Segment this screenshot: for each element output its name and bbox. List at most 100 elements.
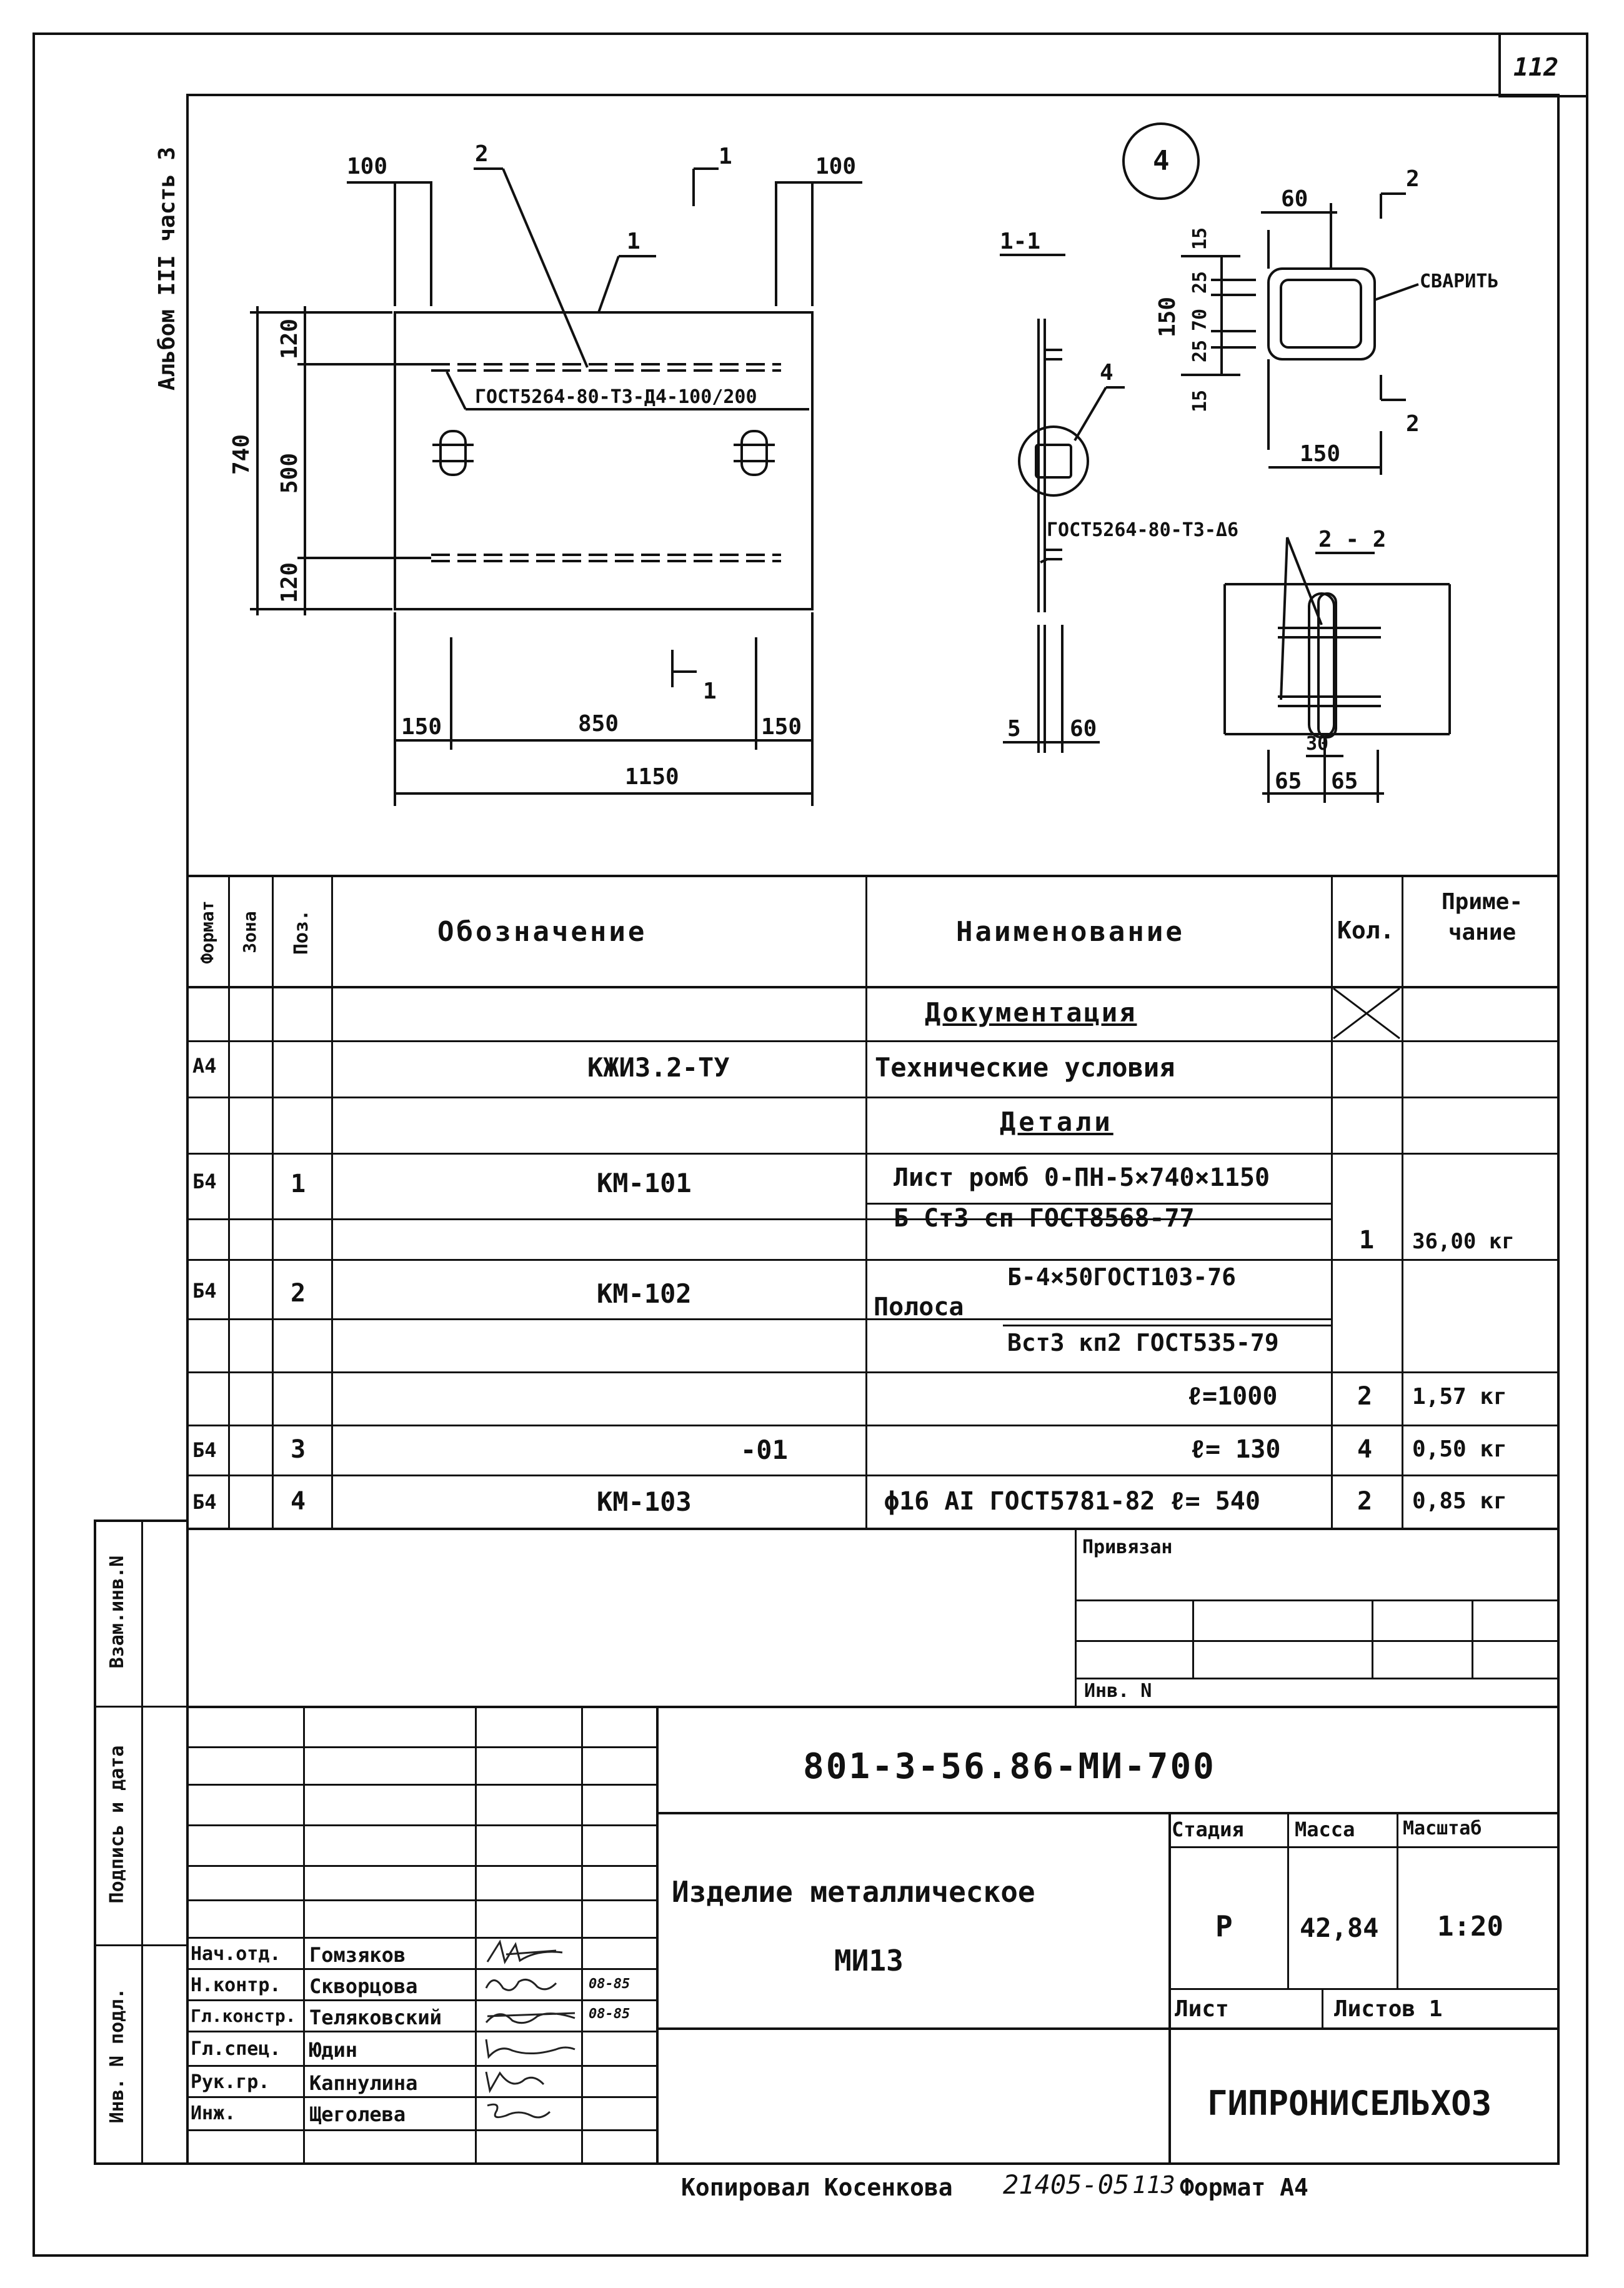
dim-65-left: 65	[1275, 768, 1302, 794]
scale-value: 1:20	[1437, 1911, 1503, 1942]
cut-1-bottom: 1	[703, 679, 717, 704]
technical-drawing: 4 2 1 1 1 ГОСТ5264-80-Т3-Д4-100/200 100 …	[229, 122, 1498, 806]
footer-number: 21405-05	[1003, 2169, 1130, 2200]
row5-format: Б4	[192, 1279, 217, 1303]
scale-label: Масштаб	[1403, 1818, 1482, 1839]
side-label-vzam: Взам.инв.N	[106, 1555, 128, 1669]
dim-850: 850	[578, 711, 619, 737]
drawing-frame	[186, 94, 1560, 2165]
staff-date-2: 08-85	[589, 2006, 630, 2022]
leader-4: 4	[1100, 360, 1113, 385]
mass-label: Масса	[1295, 1818, 1355, 1841]
signature-3	[485, 2012, 575, 2024]
weld-note-1: ГОСТ5264-80-Т3-Д4-100/200	[475, 386, 757, 408]
row4-note: 36,00 кг	[1412, 1229, 1515, 1254]
staff-role-0: Нач.отд.	[191, 1943, 281, 1965]
leader-label-2: 2	[475, 141, 489, 167]
row5-name-bottom: Вст3 кп2 ГОСТ535-79	[1007, 1329, 1279, 1356]
row5-designation: КМ-102	[597, 1278, 692, 1309]
signature-1	[486, 1939, 563, 1964]
row7-name: ℓ= 130	[1190, 1435, 1281, 1464]
dim-65-right: 65	[1331, 768, 1358, 794]
footer-copied: Копировал Косенкова	[681, 2174, 953, 2201]
row1-designation: КЖИ3.2-ТУ	[587, 1052, 730, 1083]
row3-pos: 1	[291, 1170, 306, 1198]
dim-5: 5	[1007, 716, 1021, 742]
dim-60-detail: 60	[1281, 186, 1308, 212]
dim-740: 740	[229, 434, 254, 475]
row1-name: Технические условия	[875, 1052, 1175, 1083]
dim-150-right: 150	[761, 714, 802, 740]
hdr-qty: Кол.	[1337, 917, 1395, 944]
dim-100-left: 100	[347, 154, 387, 179]
hdr-designation: Обозначение	[437, 916, 647, 948]
section-2-2-label: 2 - 2	[1318, 527, 1386, 552]
staff-name-4: Капнулина	[309, 2071, 418, 2095]
side-stamp-divider	[141, 1520, 143, 2165]
staff-name-3: Юдин	[309, 2038, 358, 2062]
hdr-note: Приме- чание	[1441, 889, 1523, 945]
leader-label-1: 1	[627, 229, 640, 254]
hdr-pos: Поз.	[291, 909, 312, 955]
row7-qty: 4	[1357, 1435, 1373, 1464]
cut-2-bottom: 2	[1406, 411, 1420, 437]
staff-name-2: Теляковский	[309, 2006, 442, 2029]
staff-role-4: Рук.гр.	[191, 2071, 270, 2093]
hdr-format: Формат	[197, 900, 217, 964]
signature-5	[485, 2071, 545, 2094]
row5-name-top: Б-4×50ГОСТ103-76	[1007, 1263, 1237, 1291]
item-name-line1: Изделие металлическое	[672, 1875, 1035, 1909]
dim-15-bottom: 15	[1189, 390, 1211, 412]
side-label-podpis: Подпись и дата	[106, 1745, 128, 1904]
row0-name: Документация	[925, 997, 1137, 1028]
detail-mark-4: 4	[1153, 145, 1170, 177]
organization: ГИПРОНИСЕЛЬХОЗ	[1207, 2084, 1492, 2123]
mass-value: 42,84	[1300, 1912, 1379, 1943]
staff-role-2: Гл.констр.	[191, 2006, 296, 2026]
dim-120-bottom: 120	[277, 562, 302, 603]
row7-pos: 3	[291, 1435, 306, 1464]
dim-100-right: 100	[815, 154, 856, 179]
dim-25-top: 25	[1189, 271, 1211, 294]
row2-name: Детали	[1000, 1107, 1113, 1137]
dim-70: 70	[1189, 309, 1211, 331]
row5-pos: 2	[291, 1279, 306, 1308]
privyazan-label: Привязан	[1082, 1536, 1173, 1558]
plate-outline	[394, 311, 814, 610]
dim-60-sec: 60	[1070, 716, 1097, 742]
signature-4	[485, 2039, 575, 2059]
weld-word: СВАРИТЬ	[1420, 271, 1498, 292]
row7-note: 0,50 кг	[1412, 1436, 1507, 1462]
sheet-label: Лист	[1175, 1996, 1229, 2022]
row7-designation: -01	[740, 1435, 788, 1465]
row8-designation: КМ-103	[597, 1486, 692, 1517]
page-number-box	[1498, 32, 1588, 97]
page-number: 112	[1513, 53, 1559, 82]
stage-value: Р	[1215, 1909, 1233, 1943]
dim-30: 30	[1306, 733, 1328, 755]
item-name-line2: МИ13	[834, 1944, 904, 1977]
row4-name: Б Ст3 сп ГОСТ8568-77	[894, 1204, 1195, 1233]
weld-note-2: ГОСТ5264-80-Т3-Δ6	[1047, 519, 1238, 541]
row3-designation: КМ-101	[597, 1168, 692, 1198]
staff-name-0: Гомзяков	[309, 1943, 406, 1967]
row8-pos: 4	[291, 1487, 306, 1516]
row6-note: 1,57 кг	[1412, 1384, 1507, 1410]
footer-format: Формат А4	[1180, 2174, 1308, 2201]
dim-150-vert: 150	[1155, 297, 1180, 337]
side-label-inv: Инв. N подл.	[106, 1987, 128, 2124]
outer-border	[32, 32, 1588, 2257]
row6-qty: 2	[1357, 1382, 1373, 1411]
cut-2-top: 2	[1406, 166, 1420, 192]
staff-name-5: Щеголева	[309, 2102, 406, 2126]
row8-note: 0,85 кг	[1412, 1488, 1507, 1514]
footer-page-ref: 113	[1132, 2171, 1175, 2199]
row3-format: Б4	[192, 1170, 217, 1193]
row8-format: Б4	[192, 1490, 217, 1514]
doc-code: 801-3-56.86-МИ-700	[803, 1746, 1216, 1787]
dim-25-bottom: 25	[1189, 340, 1211, 362]
documentation-cross	[1333, 987, 1400, 1040]
row4-qty: 1	[1359, 1226, 1375, 1255]
hdr-name: Наименование	[956, 916, 1185, 948]
sheets-label: Листов 1	[1334, 1996, 1443, 2022]
